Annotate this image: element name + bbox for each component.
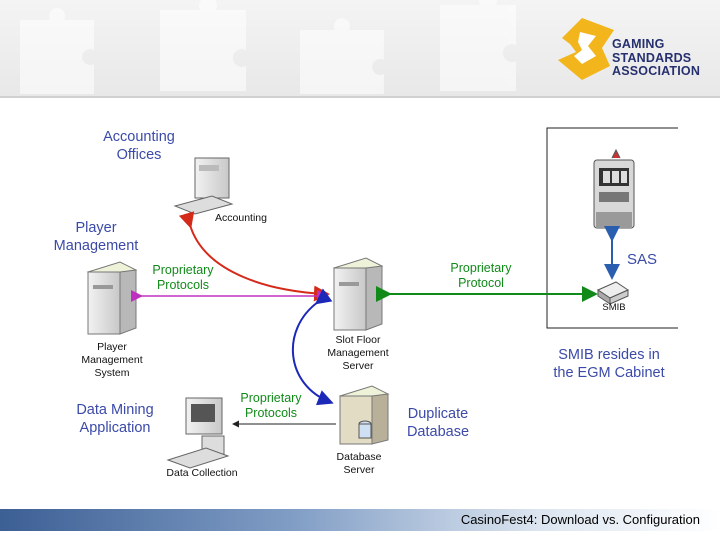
label-accounting: Accounting <box>215 212 267 224</box>
accounting-computer-icon <box>173 157 234 215</box>
gsa-logo-text: GAMING STANDARDS ASSOCIATION <box>612 37 701 78</box>
header-rule <box>0 96 720 98</box>
footer-title: CasinoFest4: Download vs. Configuration <box>460 512 700 527</box>
player-management-server-icon <box>86 261 138 335</box>
header-banner: GAMING STANDARDS ASSOCIATION <box>0 0 720 97</box>
data-collection-computer-icon <box>166 397 230 469</box>
database-replication-arrow <box>291 288 334 406</box>
label-smib: SMIB <box>602 302 626 313</box>
gsa-logo-icon <box>558 18 614 80</box>
smib-device-icon <box>596 281 630 305</box>
label-sas: SAS <box>626 251 657 268</box>
database-server-icon <box>338 385 390 445</box>
slot-machine-icon <box>593 148 635 229</box>
label-data-collection: Data Collection <box>166 467 238 479</box>
slot-floor-server-icon <box>332 257 384 331</box>
footer-bar: CasinoFest4: Download vs. Configuration <box>0 509 720 531</box>
puzzle-pattern <box>20 0 516 95</box>
egm-cabinet-boundary <box>546 127 678 329</box>
